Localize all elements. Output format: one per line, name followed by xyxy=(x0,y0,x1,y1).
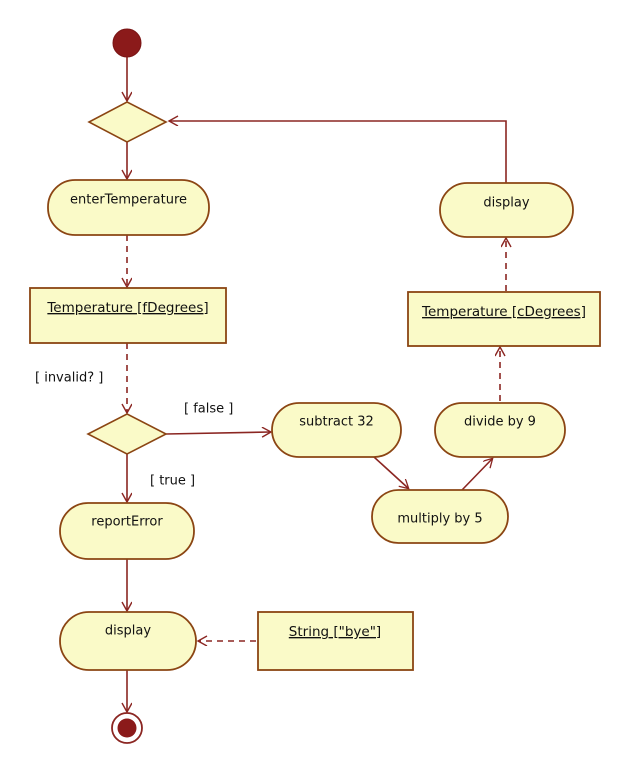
action-node-display-bottom[interactable]: display xyxy=(59,611,197,671)
final-node[interactable] xyxy=(111,712,143,744)
edge-decision-to-subtract32 xyxy=(165,432,270,434)
decision-node-invalid[interactable] xyxy=(86,413,168,455)
action-node-display-top[interactable]: display xyxy=(439,182,574,238)
action-node-multiply-by-5-label: multiply by 5 xyxy=(397,512,482,527)
merge-node[interactable] xyxy=(87,101,168,143)
action-node-subtract-32[interactable]: subtract 32 xyxy=(271,402,402,458)
edge-displayTop-to-merge xyxy=(170,121,507,183)
object-node-string-bye-label: String ["bye"] xyxy=(289,624,381,640)
guard-label-false-text: [ false ] xyxy=(184,402,233,417)
object-node-temperature-fdegrees-label: Temperature [fDegrees] xyxy=(46,300,208,316)
edge-multiplyBy5-to-divideBy9 xyxy=(461,459,492,491)
action-node-subtract-32-label: subtract 32 xyxy=(299,415,374,430)
initial-node[interactable] xyxy=(112,28,142,58)
guard-label-true-text: [ true ] xyxy=(150,474,195,489)
action-node-divide-by-9-label: divide by 9 xyxy=(464,415,536,430)
object-node-string-bye[interactable]: String ["bye"] xyxy=(257,611,414,671)
action-node-display-bottom-label: display xyxy=(105,624,151,639)
action-node-multiply-by-5[interactable]: multiply by 5 xyxy=(371,489,509,544)
action-node-enterTemperature-label: enterTemperature xyxy=(70,193,187,208)
guard-label-invalid: [ invalid? ] xyxy=(35,371,103,386)
guard-label-true: [ true ] xyxy=(150,474,195,489)
action-node-display-top-label: display xyxy=(483,196,529,211)
object-node-temperature-cdegrees-label: Temperature [cDegrees] xyxy=(421,304,586,320)
action-node-enterTemperature[interactable]: enterTemperature xyxy=(47,179,210,236)
action-node-divide-by-9[interactable]: divide by 9 xyxy=(434,402,566,458)
edge-subtract32-to-multiplyBy5 xyxy=(373,456,408,488)
object-node-temperature-cdegrees[interactable]: Temperature [cDegrees] xyxy=(407,291,601,347)
guard-label-false: [ false ] xyxy=(184,402,233,417)
action-node-reportError[interactable]: reportError xyxy=(59,502,195,560)
guard-label-invalid-text: [ invalid? ] xyxy=(35,371,103,386)
object-node-temperature-fdegrees[interactable]: Temperature [fDegrees] xyxy=(29,287,227,344)
action-node-reportError-label: reportError xyxy=(91,515,163,530)
edges-layer xyxy=(127,57,506,711)
